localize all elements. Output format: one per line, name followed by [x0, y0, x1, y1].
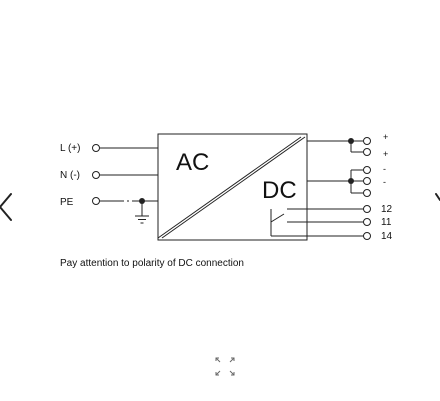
converter-block	[157, 133, 308, 241]
relay-12-label: 12	[381, 204, 393, 215]
input-l-terminal	[92, 144, 100, 152]
previous-button[interactable]	[0, 193, 12, 221]
relay-14-label: 14	[381, 231, 393, 242]
output-plus-1-label: +	[383, 132, 388, 142]
input-n-terminal	[92, 171, 100, 179]
relay-11-label: 11	[381, 217, 392, 228]
output-minus-1-label: -	[383, 164, 386, 174]
chevron-right-icon[interactable]	[435, 193, 440, 201]
chevron-left-icon[interactable]	[0, 193, 12, 221]
dc-label: DC	[262, 177, 297, 204]
input-l-label: L (+)	[60, 143, 80, 154]
ac-label: AC	[176, 149, 209, 176]
diagram-caption: Pay attention to polarity of DC connecti…	[60, 258, 244, 269]
input-n-label: N (-)	[60, 170, 80, 181]
fullscreen-expand-icon[interactable]	[215, 357, 235, 376]
block-diagonal-2	[157, 136, 302, 239]
output-plus-2-label: +	[383, 149, 388, 159]
output-minus-2-label: -	[383, 177, 386, 187]
next-button[interactable]	[435, 193, 440, 201]
fullscreen-button[interactable]	[215, 357, 235, 376]
input-pe-terminal	[92, 197, 100, 205]
block-diagonal	[161, 136, 306, 239]
input-pe-label: PE	[60, 197, 74, 208]
